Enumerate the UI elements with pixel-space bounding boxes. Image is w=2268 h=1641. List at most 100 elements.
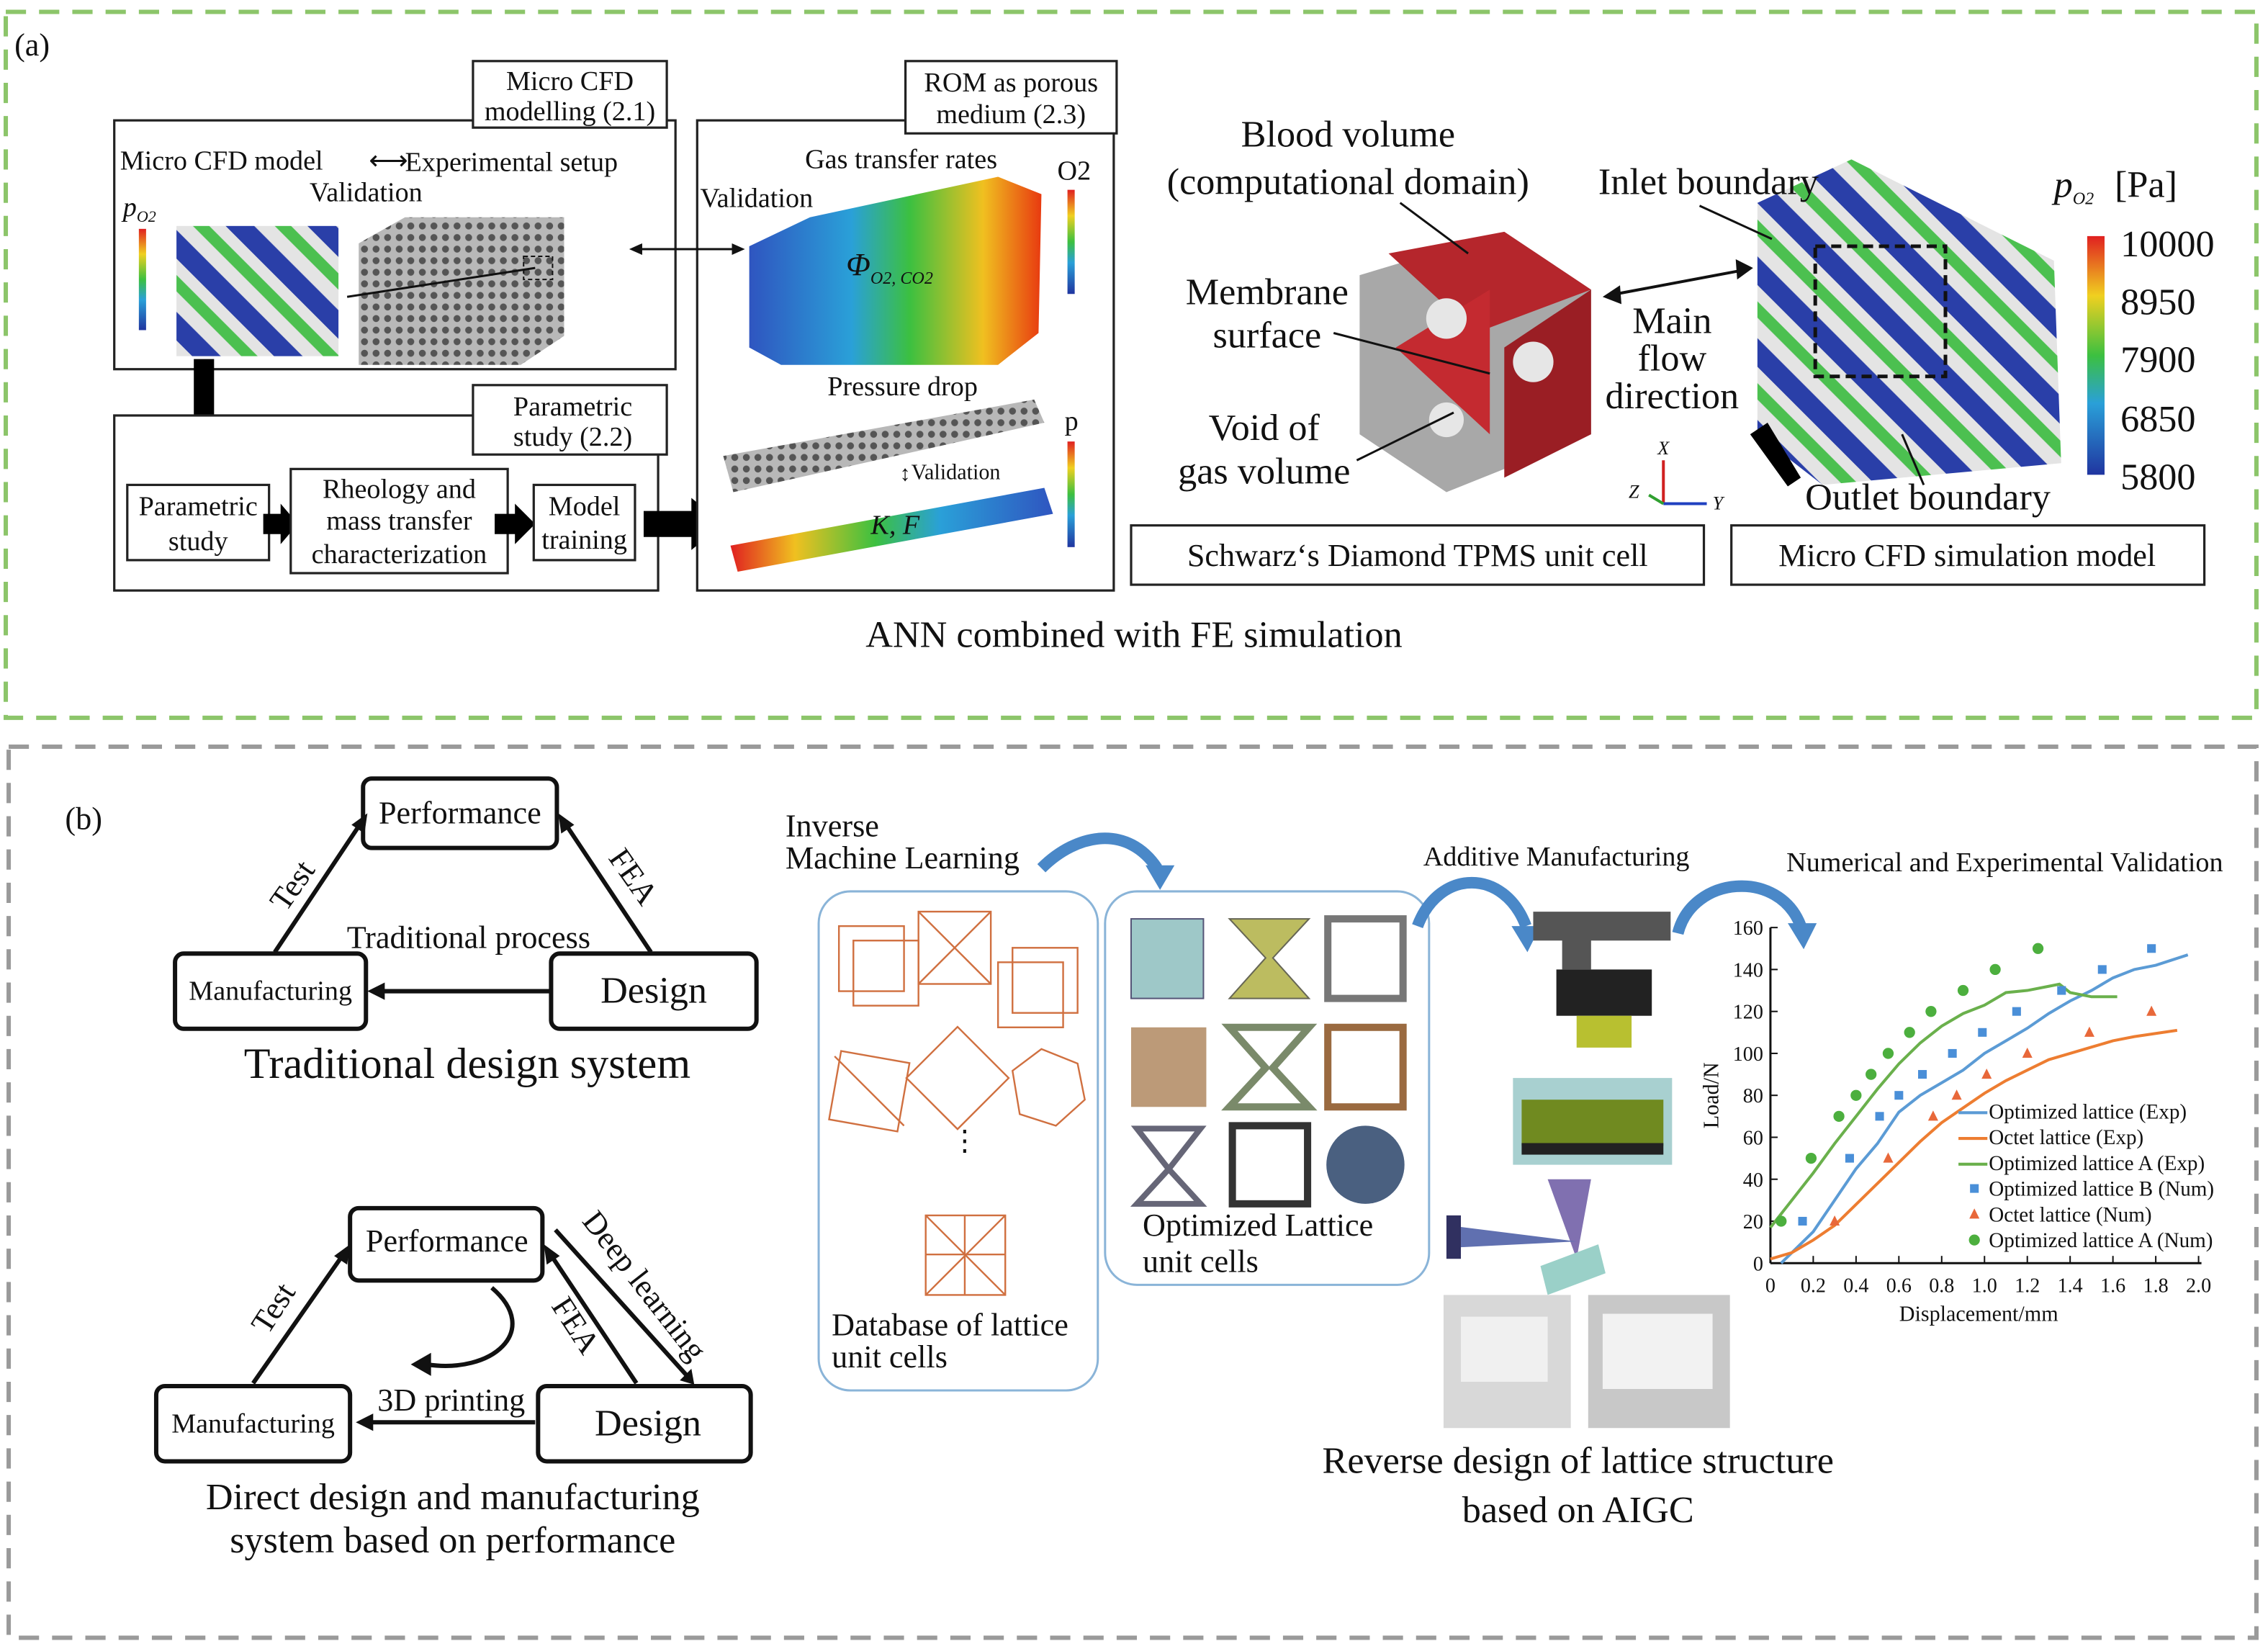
colorbar-value: 10000: [2120, 223, 2215, 265]
model-training-line2: training: [541, 525, 627, 555]
colorbar-value: 7900: [2120, 339, 2195, 381]
direct-design-diagram: Performance Manufacturing Design Test FE…: [153, 1204, 753, 1561]
y-tick-label: 160: [1733, 917, 1763, 940]
optimized-panel: [1104, 890, 1431, 1286]
o2-colorbar: [1067, 189, 1075, 295]
po2-label: pO2: [121, 192, 156, 225]
validation-title: Numerical and Experimental Validation: [1786, 848, 2223, 878]
parametric-header-line2: study (2.2): [513, 422, 632, 452]
series-optimized-lattice-a-num-point: [1957, 984, 1969, 997]
x-tick-label: 0.6: [1886, 1274, 1912, 1297]
series-optimized-lattice-b-num-legend-label: Optimized lattice B (Num): [1989, 1178, 2214, 1201]
y-tick-label: 100: [1733, 1043, 1763, 1066]
void-gas-line1: Void of: [1209, 407, 1320, 449]
pressure-lattice-tube-image: [723, 399, 1045, 493]
arrow-icon: [558, 813, 575, 834]
series-optimized-lattice-a-num-point: [1805, 1152, 1817, 1164]
pointer-line: [1399, 202, 1469, 255]
zoom-pointer-arrow: [346, 266, 536, 298]
tpms-unit-cell-image: [1359, 231, 1591, 493]
x-axis-label: Displacement/mm: [1899, 1302, 2058, 1326]
arrow-icon: [367, 982, 385, 1000]
optimized-line2: unit cells: [1143, 1244, 1259, 1279]
pointer-line: [1698, 204, 1773, 240]
printer-image: [1443, 912, 1730, 1429]
kf-label: K, F: [870, 511, 920, 541]
pointer-line: [1356, 411, 1454, 462]
outlet-arrow-icon: [1750, 423, 1801, 487]
deep-learning-arrow: [554, 1228, 690, 1379]
curved-arrow-icon: [1412, 877, 1531, 929]
arrow-icon: [680, 1368, 695, 1385]
additive-label: Additive Manufacturing: [1423, 842, 1690, 872]
micro-sim-label: Micro CFD simulation model: [1778, 538, 2156, 573]
panel-b-border: [6, 745, 2259, 1640]
series-optimized-lattice-a-num-point: [1866, 1069, 1877, 1080]
arrow-head-icon: [1788, 923, 1817, 950]
axis-y-label: Y: [1713, 493, 1725, 514]
arrow-head-icon: [1146, 865, 1175, 890]
ellipsis-dots: ⋮: [950, 1125, 979, 1157]
direct-manufacturing-label: Manufacturing: [171, 1408, 335, 1439]
experimental-lattice-image: [359, 217, 564, 365]
series-optimized-lattice-b-num-point: [1875, 1112, 1884, 1121]
y-tick-label: 0: [1753, 1253, 1763, 1275]
trad-test-label: Test: [263, 853, 322, 917]
series-optimized-lattice-b-num-point: [1918, 1070, 1927, 1079]
series-octet-lattice-num-point: [1951, 1089, 1962, 1100]
x-tick-label: 0.4: [1843, 1274, 1868, 1297]
trad-fea-label: FEA: [602, 842, 665, 912]
series-optimized-lattice-a-num-point: [1833, 1110, 1845, 1122]
pa-unit-label: [Pa]: [2115, 164, 2177, 206]
x-tick-label: 1.2: [2015, 1274, 2040, 1297]
arrow-icon: [334, 1244, 351, 1265]
series-optimized-lattice-a-num-point: [1776, 1215, 1787, 1227]
gas-transfer-label: Gas transfer rates: [805, 144, 997, 174]
database-line1: Database of lattice: [832, 1308, 1068, 1343]
o2-label: O2: [1058, 156, 1092, 186]
panel-a-border: [4, 9, 2259, 720]
micro-cfd-header-box: [472, 60, 668, 129]
pointer-line: [1901, 433, 1925, 486]
colorbar-value: 6850: [2120, 398, 2195, 440]
validation-label: Validation: [310, 178, 423, 208]
trad-caption: Traditional design system: [244, 1040, 690, 1088]
axis-x-label: X: [1657, 438, 1670, 459]
micro-sim-label-box: [1730, 524, 2206, 586]
arrow-left-icon: [1602, 285, 1622, 305]
pressure-result-tube-image: [730, 487, 1053, 572]
colorbar-value: 5800: [2120, 456, 2195, 498]
trad-performance-label: Performance: [379, 796, 541, 831]
series-optimized-lattice-a-exp-legend-label: Optimized lattice A (Exp): [1989, 1152, 2205, 1175]
y-tick-label: 120: [1733, 1002, 1763, 1024]
curved-arrow-icon: [1672, 880, 1806, 935]
series-optimized-lattice-b-num-point: [2097, 965, 2107, 974]
series-optimized-lattice-a-num-legend-label: Optimized lattice A (Num): [1989, 1229, 2213, 1252]
arrow-icon: [356, 1413, 374, 1431]
unit-cell-highlight-box: [1813, 244, 1948, 379]
arrow-right-icon: [1735, 259, 1753, 280]
arrow-right-icon: [732, 243, 745, 256]
series-optimized-lattice-b-num-point: [1894, 1091, 1904, 1100]
series-optimized-lattice-a-num-point: [1850, 1089, 1862, 1101]
membrane-surface-line1: Membrane: [1186, 271, 1349, 313]
rheology-line2: mass transfer: [326, 506, 472, 536]
rheology-line3: characterization: [312, 539, 487, 570]
series-optimized-lattice-b-num-point: [1978, 1028, 1987, 1037]
model-training-line1: Model: [549, 492, 621, 522]
axis-z-icon: [1648, 493, 1665, 505]
experimental-setup-label: Experimental setup: [405, 147, 618, 177]
model-training-box: [532, 483, 636, 562]
main-flow-line2: flow: [1637, 338, 1706, 379]
gas-transfer-block-image: [749, 176, 1042, 365]
po2-colorbar: [138, 228, 146, 331]
series-octet-lattice-num-point: [2146, 1005, 2157, 1016]
colorbar-value: 8950: [2120, 281, 2195, 323]
p-label: p: [1065, 406, 1079, 436]
series-optimized-lattice-a-num-point: [1904, 1027, 1915, 1038]
trad-manufacturing-label: Manufacturing: [189, 976, 352, 1007]
x-tick-label: 0.8: [1929, 1274, 1954, 1297]
y-tick-label: 140: [1733, 959, 1763, 981]
direct-design-label: Design: [595, 1402, 701, 1444]
double-arrow-icon: ⟷: [369, 145, 408, 176]
